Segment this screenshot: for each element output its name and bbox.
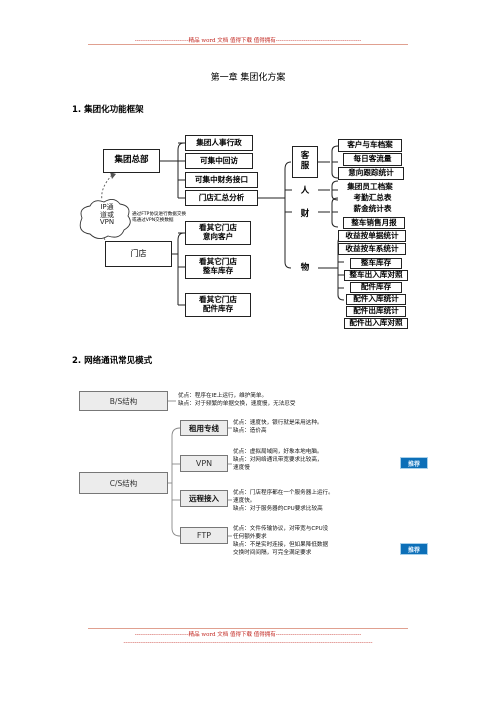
store-func-parts-l1: 看其它门店: [199, 295, 237, 305]
vpn-recommend-badge: 推荐: [400, 457, 428, 469]
people-item-1: 集团员工档案: [338, 181, 402, 193]
mode-ftp: FTP: [180, 527, 228, 544]
goods-item-5: 配件出库统计: [346, 306, 406, 317]
bs-desc-line-2: 缺点：对于频繁的单据交换，速度慢，无法忍受: [178, 401, 296, 408]
goods-item-4: 配件入库统计: [346, 294, 406, 305]
ftp-recommend-badge: 推荐: [400, 543, 428, 555]
people-item-2: 考勤汇总表: [343, 193, 402, 204]
goods-item-2: 整车出入库对照: [344, 270, 408, 281]
store-func-customers-l1: 看其它门店: [199, 223, 237, 233]
mode-vpn-desc: 优点：虚拟局域网，好象本地电脑。 缺点：对网络通讯带宽要求比较高， 速度慢: [233, 448, 323, 472]
remote-desc-1: 优点：门店程序都在一个服务器上运行。: [233, 490, 334, 496]
service-item-3: 意向跟踪统计: [338, 167, 404, 180]
store-func-parts-l2: 配件库存: [202, 304, 234, 313]
chapter-title: 第一章 集团化方案: [210, 73, 286, 83]
section2-title: 2. 网络通讯常见模式: [72, 356, 153, 366]
category-service-l2: 服: [300, 161, 310, 171]
store-func-vehicles-l1: 看其它门店: [199, 257, 237, 267]
cloud-line-2: 道或: [100, 210, 114, 219]
goods-item-6: 配件出入库对照: [344, 318, 408, 329]
bs-structure-box: B/S结构: [79, 391, 168, 411]
goods-item-1: 整车库存: [350, 258, 402, 269]
mode-remote-desc: 优点：门店程序都在一个服务器上运行。 速度快。 缺点：对于服务器的CPU要求比较…: [233, 489, 334, 513]
page-footer-line2: ----------------------------------------…: [0, 640, 496, 646]
store-func-vehicles: 看其它门店 整车库存: [185, 255, 251, 279]
vpn-desc-3: 速度慢: [233, 465, 250, 472]
mode-ftp-desc: 优点：文件传输协议，对带宽与CPU没 任何额外要求 缺点：不是实时连接，但如果降…: [233, 525, 328, 557]
finance-item-2: 收益按单据统计: [338, 230, 406, 242]
exchange-note-line-2: 或通过VPN交换数据: [132, 217, 174, 223]
mode-remote-access: 远程接入: [180, 490, 228, 507]
mode-vpn: VPN: [180, 455, 228, 472]
store-func-vehicles-l2: 整车库存: [202, 266, 234, 275]
page-footer: -----------------------------精品 word 文档 …: [0, 630, 496, 638]
header-text: -----------------------------精品 word 文档 …: [134, 38, 362, 44]
store-func-customers-l2: 意向客户: [202, 232, 234, 241]
bs-desc-line-1: 优点：程序在IE上运行，维护简单。: [178, 393, 268, 399]
ftp-desc-2: 任何额外要求: [233, 534, 267, 541]
store-func-parts: 看其它门店 配件库存: [185, 293, 251, 317]
exchange-note: 通过FTP协议进行数据交换 或通过VPN交换数据: [132, 212, 186, 224]
store-func-customers: 看其它门店 意向客户: [185, 221, 251, 245]
mode-leased-line: 租用专线: [180, 420, 228, 436]
hq-func-callback: 可集中回访: [185, 153, 253, 169]
mode-leased-line-desc: 优点：速度快，银行就是采用这种。 缺点：造价高: [233, 419, 323, 435]
hq-func-summary: 门店汇总分析: [185, 190, 258, 206]
category-service: 客 服: [292, 146, 318, 178]
remote-desc-3: 缺点：对于服务器的CPU要求比较高: [233, 506, 323, 513]
hq-func-finance: 可集中财务接口: [185, 172, 258, 188]
goods-item-3: 配件库存: [350, 282, 402, 293]
exchange-note-line-1: 通过FTP协议进行数据交换: [132, 212, 187, 217]
people-item-3: 薪金统计表: [343, 204, 402, 215]
ftp-desc-4: 交换时间间隔，可完全满足要求: [233, 550, 312, 557]
remote-desc-2: 速度快。: [233, 498, 256, 505]
category-service-l1: 客: [300, 151, 310, 162]
category-finance: 财: [300, 209, 310, 219]
hq-func-hr: 集团人事行政: [185, 135, 253, 151]
leased-desc-2: 缺点：造价高: [233, 428, 267, 435]
network-cloud: IP通 道或 VPN: [84, 203, 130, 227]
category-goods: 物: [292, 261, 318, 276]
cloud-line-1: IP通: [100, 203, 114, 211]
footer-text-2: ----------------------------------------…: [123, 640, 373, 646]
finance-item-1: 整车销售月报: [343, 217, 405, 229]
vpn-desc-2: 缺点：对网络通讯带宽要求比较高，: [233, 457, 323, 464]
cs-structure-box: C/S结构: [79, 472, 168, 494]
leased-desc-1: 优点：速度快，银行就是采用这种。: [233, 420, 323, 426]
section1-title: 1. 集团化功能框架: [72, 105, 144, 115]
hq-box: 集团总部: [103, 149, 160, 173]
ftp-desc-3: 缺点：不是实时连接，但如果降低数据: [233, 542, 329, 549]
ftp-desc-1: 优点：文件传输协议，对带宽与CPU没: [233, 526, 329, 532]
footer-text: -----------------------------精品 word 文档 …: [134, 632, 362, 638]
service-item-1: 客户与车档案: [338, 139, 402, 152]
bs-description: 优点：程序在IE上运行，维护简单。 缺点：对于频繁的单据交换，速度慢，无法忍受: [178, 392, 295, 408]
store-box: 门店: [105, 241, 172, 267]
service-item-2: 每日客流量: [343, 153, 402, 166]
cloud-line-3: VPN: [99, 218, 115, 227]
vpn-desc-1: 优点：虚拟局域网，好象本地电脑。: [233, 449, 323, 455]
category-people: 人: [300, 186, 310, 196]
page-header: -----------------------------精品 word 文档 …: [0, 36, 496, 44]
finance-item-3: 收益按车系统计: [338, 243, 406, 255]
